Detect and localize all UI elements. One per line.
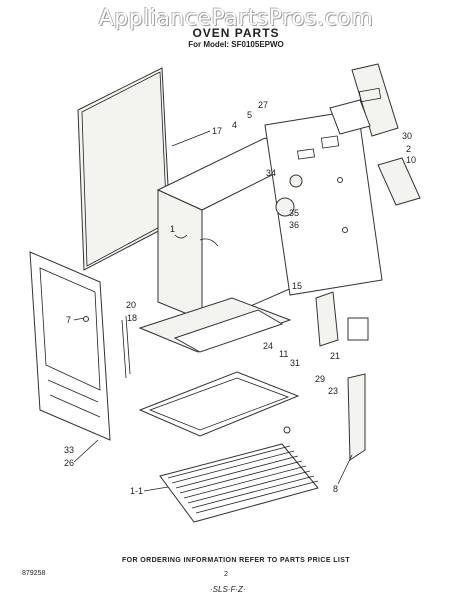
- callout-31: 31: [290, 358, 300, 368]
- page-title: OVEN PARTS: [192, 26, 280, 40]
- broil-pan: [173, 309, 284, 353]
- callout-24: 24: [263, 341, 273, 351]
- callout-34: 34: [266, 168, 276, 178]
- handwritten-mark: ·SLS·F·Z·: [210, 585, 246, 594]
- bracket-31: [315, 291, 339, 347]
- callout-21: 21: [330, 351, 340, 361]
- small-plate: [329, 99, 371, 135]
- callout-20: 20: [126, 300, 136, 310]
- callout-30: 30: [402, 131, 412, 141]
- callout-11: 11: [279, 349, 288, 359]
- callout-23: 23: [328, 386, 338, 396]
- screw-23: [283, 426, 291, 434]
- model-subtitle: For Model: SF0105EPWO: [188, 40, 284, 49]
- doc-number: 879258: [22, 570, 46, 577]
- oven-rack: [159, 443, 319, 523]
- callout-2: 2: [406, 144, 411, 154]
- terminal-block-21: [347, 317, 369, 341]
- door-hinge: [121, 315, 131, 379]
- back-panel: [264, 109, 383, 296]
- callout-36: 36: [289, 220, 299, 230]
- page-number: 2: [224, 571, 228, 578]
- callout-1: 1: [170, 224, 175, 234]
- callout-10: 10: [406, 155, 416, 165]
- callout-33: 33: [64, 445, 74, 455]
- callout-1-1: 1-1: [130, 486, 143, 496]
- callout-29: 29: [315, 374, 325, 384]
- callout-18: 18: [127, 313, 137, 323]
- callout-8: 8: [333, 484, 338, 494]
- callout-15: 15: [292, 281, 302, 291]
- bottom-panel: [138, 371, 300, 437]
- oven-door: [29, 251, 111, 441]
- vent-trim: [377, 157, 421, 206]
- callout-17: 17: [212, 126, 222, 136]
- callout-5: 5: [247, 110, 252, 120]
- ordering-note: FOR ORDERING INFORMATION REFER TO PARTS …: [121, 557, 351, 564]
- callout-27: 27: [258, 100, 268, 110]
- side-trim-8: [347, 373, 366, 461]
- callout-4: 4: [232, 120, 237, 130]
- insulation-panel: [77, 67, 171, 271]
- callout-26: 26: [64, 458, 74, 468]
- watermark: AppliancePartsPros.com: [98, 6, 374, 31]
- callout-7: 7: [66, 315, 71, 325]
- callout-35: 35: [289, 208, 299, 218]
